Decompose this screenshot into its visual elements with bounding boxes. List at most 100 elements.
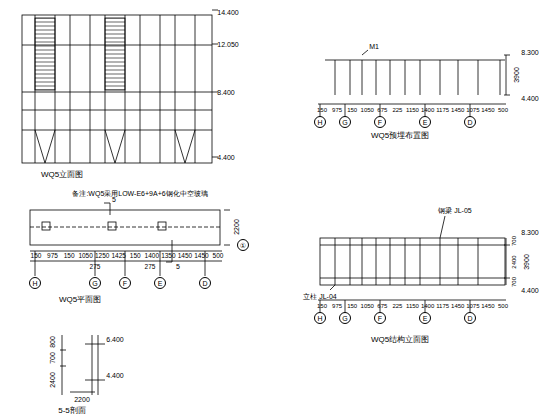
grid-letter: G: [342, 119, 347, 126]
grid-letter: F: [378, 119, 382, 126]
drawing-label: 275: [145, 264, 156, 271]
grid-letter: F: [123, 280, 127, 287]
drawing-label: WQ5平面图: [59, 296, 101, 304]
drawing-label: 150: [31, 253, 42, 260]
drawing-label: 700: [49, 352, 56, 364]
drawing-label: 1050: [78, 253, 92, 260]
drawing-label: 675: [377, 107, 387, 113]
drawing-label: 5: [176, 263, 180, 270]
drawing-label: 150: [347, 107, 357, 113]
grid-bubble: E: [419, 116, 431, 128]
grid-letter: G: [342, 315, 347, 322]
grid-letter: G: [92, 280, 97, 287]
drawing-label: 1175: [436, 107, 449, 113]
drawing-label: 1075: [466, 107, 479, 113]
drawing-label: 1150: [406, 107, 419, 113]
drawing-label: 1250: [95, 253, 109, 260]
drawing-label: 975: [47, 253, 58, 260]
drawing-label: 1450: [194, 253, 208, 260]
drawing-label: 1450: [481, 303, 494, 309]
drawing-label: 钢梁 JL-05: [438, 207, 471, 214]
grid-bubble: ①: [237, 239, 249, 251]
drawing-label: 2200: [233, 219, 240, 235]
grid-bubble: H: [314, 116, 326, 128]
drawing-label: 4.400: [521, 287, 539, 294]
drawing-label: 5-5剖面: [58, 407, 86, 415]
drawing-label: 4.400: [521, 95, 539, 102]
grid-bubble: H: [29, 277, 41, 289]
drawing-label: 4.400: [106, 372, 124, 379]
drawing-label: 1450: [451, 107, 464, 113]
drawing-label: 6.400: [106, 336, 124, 343]
grid-bubble: E: [419, 312, 431, 324]
drawing-label: 975: [332, 107, 342, 113]
drawing-label: 150: [64, 253, 75, 260]
drawing-label: WQ5预埋布置图: [371, 132, 429, 140]
drawing-label: 14.400: [217, 9, 238, 16]
drawing-label: 700: [511, 277, 517, 287]
grid-bubble: G: [339, 116, 351, 128]
drawing-label: 150: [347, 303, 357, 309]
drawing-label: 12.050: [217, 41, 238, 48]
drawing-label: 2400: [511, 255, 517, 268]
grid-bubble: D: [464, 116, 476, 128]
drawing-label: 1425: [111, 253, 125, 260]
drawing-label: 立柱 JL-04: [303, 293, 336, 300]
grid-letter: D: [467, 119, 472, 126]
drawing-label: 500: [213, 253, 224, 260]
grid-letter: E: [423, 119, 428, 126]
drawing-label: 975: [332, 303, 342, 309]
drawing-label: 225: [392, 107, 402, 113]
drawing-label: 150: [317, 303, 327, 309]
grid-bubble: G: [89, 277, 101, 289]
grid-bubble: G: [339, 312, 351, 324]
drawing-label: 1450: [481, 107, 494, 113]
drawing-label: 1400: [421, 107, 434, 113]
drawing-label: 5: [112, 196, 116, 203]
grid-bubble: F: [119, 277, 131, 289]
drawing-label: 225: [392, 303, 402, 309]
drawing-label: 2400: [49, 372, 56, 388]
drawing-label: 1050: [361, 107, 374, 113]
drawing-label: WQ5立面图: [41, 171, 83, 179]
drawing-label: 1350: [161, 253, 175, 260]
drawing-label: 3900: [523, 254, 530, 270]
drawing-label: 1075: [466, 303, 479, 309]
drawing-label: 1450: [451, 303, 464, 309]
grid-letter: D: [202, 280, 207, 287]
drawing-label: M1: [369, 43, 379, 50]
grid-bubble: E: [154, 277, 166, 289]
grid-letter: ①: [240, 242, 246, 249]
drawing-label: WQ5结构立面图: [371, 336, 429, 344]
grid-letter: F: [378, 315, 382, 322]
drawing-label: 675: [377, 303, 387, 309]
drawing-label: 1175: [436, 303, 449, 309]
drawing-label: 1450: [178, 253, 192, 260]
grid-letter: E: [423, 315, 428, 322]
grid-letter: H: [32, 280, 37, 287]
drawing-label: 275: [90, 264, 101, 271]
grid-letter: E: [158, 280, 163, 287]
drawing-label: 2200: [74, 396, 90, 403]
drawing-label: 8.300: [521, 49, 539, 56]
drawing-label: 150: [130, 253, 141, 260]
drawing-label: 1150: [406, 303, 419, 309]
grid-bubble: D: [464, 312, 476, 324]
grid-bubble: F: [374, 312, 386, 324]
grid-bubble: D: [199, 277, 211, 289]
drawing-label: 8.400: [217, 89, 235, 96]
grid-bubble: F: [374, 116, 386, 128]
grid-bubble: H: [314, 312, 326, 324]
drawing-label: 1400: [421, 303, 434, 309]
grid-letter: H: [317, 315, 322, 322]
drawing-label: 4.400: [217, 154, 235, 161]
drawing-label: 备注:WQ5采用LOW-E6+9A+6钢化中空玻璃: [72, 190, 207, 197]
drawing-label: 150: [317, 107, 327, 113]
drawing-label: 1050: [361, 303, 374, 309]
drawing-label: 500: [498, 303, 508, 309]
grid-letter: H: [317, 119, 322, 126]
drawing-label: 500: [498, 107, 508, 113]
drawing-label: 8.300: [521, 229, 539, 236]
drawing-label: 3900: [513, 67, 520, 83]
